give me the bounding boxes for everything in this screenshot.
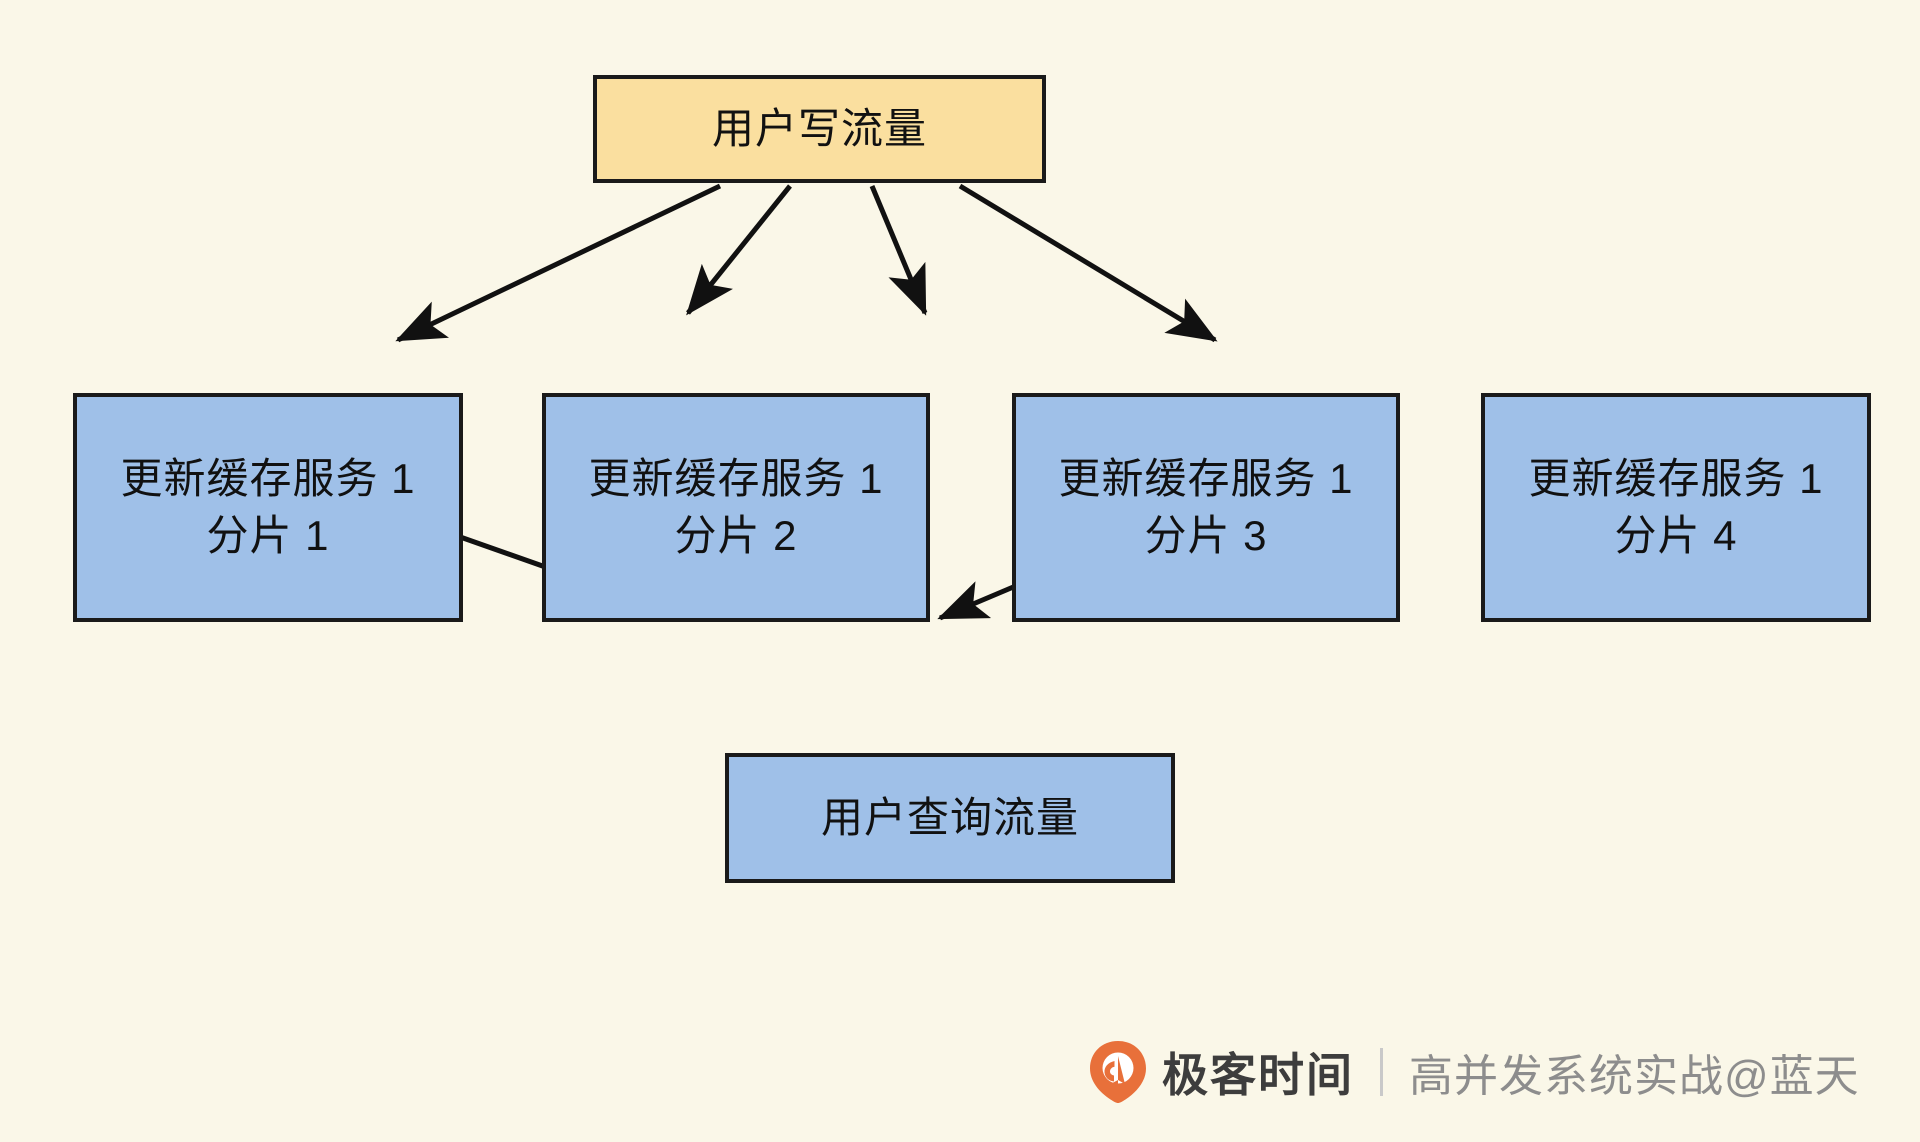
geekbang-pin-icon xyxy=(1090,1041,1146,1103)
course-name: 高并发系统实战@蓝天 xyxy=(1409,1052,1860,1101)
node-query-traffic-label: 用户查询流量 xyxy=(820,793,1079,841)
node-cache-shard-2[interactable]: 更新缓存服务 1 分片 2 xyxy=(542,393,930,622)
node-write-traffic-label: 用户写流量 xyxy=(711,104,927,152)
node-cache-shard-4-label: 更新缓存服务 1 分片 4 xyxy=(1528,454,1824,559)
node-query-traffic[interactable]: 用户查询流量 xyxy=(725,753,1175,883)
node-cache-shard-2-label: 更新缓存服务 1 分片 2 xyxy=(588,454,884,559)
node-cache-shard-1[interactable]: 更新缓存服务 1 分片 1 xyxy=(73,393,463,622)
node-cache-shard-4[interactable]: 更新缓存服务 1 分片 4 xyxy=(1481,393,1871,622)
brand-name: 极客时间 xyxy=(1162,1049,1354,1101)
footer-divider xyxy=(1380,1048,1383,1096)
edge-write-to-shard-4 xyxy=(958,183,1218,343)
edge-write-to-shard-3 xyxy=(869,185,928,316)
node-write-traffic[interactable]: 用户写流量 xyxy=(593,75,1046,183)
node-cache-shard-1-label: 更新缓存服务 1 分片 1 xyxy=(120,454,416,559)
edge-write-to-shard-1 xyxy=(395,183,722,343)
edge-write-to-shard-2 xyxy=(686,184,792,316)
footer-watermark: 极客时间 高并发系统实战@蓝天 xyxy=(1088,1032,1860,1112)
node-cache-shard-3[interactable]: 更新缓存服务 1 分片 3 xyxy=(1012,393,1400,622)
node-cache-shard-3-label: 更新缓存服务 1 分片 3 xyxy=(1058,454,1354,559)
